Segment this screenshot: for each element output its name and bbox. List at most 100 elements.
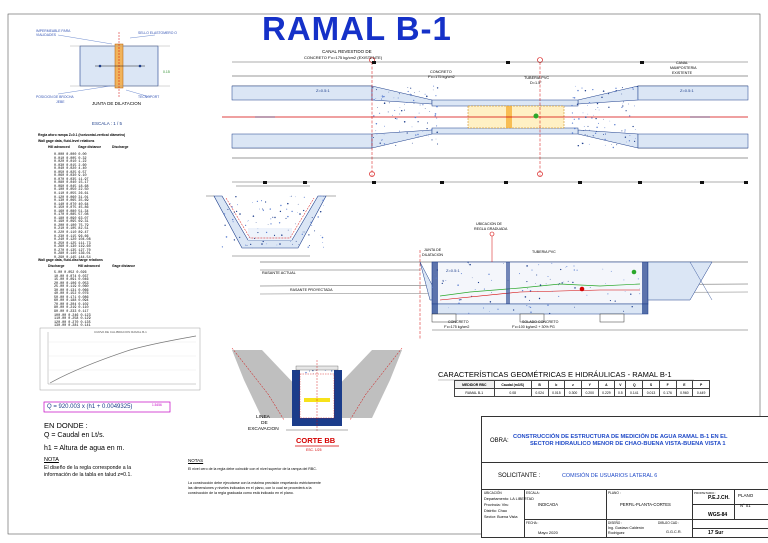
- speckle: [585, 116, 587, 118]
- speckle: [409, 94, 411, 96]
- speckle: [230, 203, 231, 204]
- tb-col-2: [606, 489, 607, 537]
- hyd-head-cell: F: [658, 380, 677, 389]
- speckle: [410, 93, 412, 95]
- tb-col-3: [692, 489, 693, 537]
- t1-row: 0.230 0.115 96.66: [54, 234, 89, 239]
- speckle: [286, 208, 288, 210]
- en-donde-line2: h1 = Altura de agua en m.: [44, 445, 125, 452]
- t2-row: 70.00 0.204 0.102: [54, 302, 89, 307]
- profile-ubicacion: UBICACION DE: [476, 222, 502, 226]
- speckle: [245, 244, 247, 246]
- speckle: [372, 87, 374, 89]
- speckle: [305, 371, 307, 374]
- speckle: [380, 98, 383, 100]
- speckle: [317, 216, 319, 218]
- speckle: [289, 196, 291, 197]
- speckle: [375, 123, 378, 125]
- speckle: [630, 87, 632, 89]
- speckle: [585, 129, 587, 131]
- curve-title: CURVA DE CALIBRACION RAMAL B-1: [94, 330, 147, 334]
- profile-rasante: RASANTE ACTUAL: [262, 271, 296, 275]
- speckle: [538, 297, 541, 300]
- speckle: [616, 144, 618, 146]
- speckle: [549, 312, 551, 315]
- t2-row: 25.00 0.119 0.060: [54, 285, 89, 290]
- t2-row: 30.00 0.131 0.066: [54, 288, 89, 293]
- propietario: P.E.J.CH.: [708, 495, 730, 501]
- speckle: [527, 287, 529, 289]
- speckle: [567, 280, 569, 282]
- speckle: [491, 279, 493, 281]
- speckle: [604, 138, 606, 141]
- speckle: [593, 114, 594, 116]
- speckle: [602, 268, 604, 270]
- sheet-title: RAMAL B-1: [262, 10, 452, 47]
- speckle: [407, 87, 409, 88]
- speckle: [630, 293, 632, 295]
- speckle: [621, 93, 623, 95]
- speckle: [250, 243, 252, 246]
- speckle: [625, 110, 627, 112]
- plan-canal-right-1: CANAL: [676, 61, 688, 65]
- speckle: [262, 240, 264, 243]
- speckle: [255, 222, 257, 223]
- speckle: [383, 102, 386, 104]
- hyd-head-cell: V: [614, 380, 627, 389]
- speckle: [397, 97, 399, 99]
- speckle: [395, 144, 397, 146]
- speckle: [460, 273, 462, 275]
- speckle: [458, 302, 460, 304]
- speckle: [323, 195, 325, 197]
- obra-line1: CONSTRUCCIÓN DE ESTRUCTURA DE MEDICIÓN D…: [513, 434, 728, 440]
- hyd-head-cell: E: [675, 380, 694, 389]
- solicitante-label: SOLICITANTE :: [498, 473, 541, 479]
- speckle: [563, 281, 565, 283]
- speckle: [287, 202, 289, 205]
- speckle: [383, 134, 385, 136]
- speckle: [224, 213, 226, 215]
- speckle: [303, 209, 305, 212]
- concrete-speckles: [221, 85, 641, 426]
- t1-row: 0.100 0.050 22.50: [54, 188, 89, 193]
- speckle: [572, 281, 574, 284]
- speckle: [278, 222, 281, 224]
- speckle: [285, 217, 287, 219]
- speckle: [407, 90, 409, 93]
- ubic-dep: Departamento: LA LIBERTAD: [484, 497, 534, 501]
- propietario-label: PROPIETARIO :: [694, 491, 716, 495]
- speckle: [227, 208, 229, 210]
- hyd-value-cell: 0.08: [493, 388, 532, 397]
- speckle: [426, 133, 427, 135]
- speckle: [628, 140, 631, 142]
- t1-row: 0.090 0.045 18.68: [54, 184, 89, 189]
- speckle: [233, 212, 235, 214]
- speckle: [529, 290, 532, 292]
- speckle: [622, 105, 624, 107]
- dibujo: G.G.C.R.: [666, 530, 682, 534]
- speckle: [436, 87, 439, 89]
- speckle: [587, 113, 589, 115]
- hyd-head-cell: B: [530, 380, 549, 389]
- t2-row: 110.00 0.258 0.129: [54, 317, 91, 322]
- speckle: [604, 127, 606, 129]
- speckle: [320, 195, 322, 197]
- speckle: [257, 228, 259, 230]
- speckle: [422, 104, 424, 106]
- speckle: [287, 229, 289, 231]
- speckle: [431, 139, 433, 141]
- t2-row: 100.00 0.246 0.123: [54, 313, 91, 318]
- t1-row: 0.050 0.025 6.57: [54, 170, 87, 175]
- speckle: [392, 142, 394, 144]
- plano-num-label: PLANO: [738, 493, 754, 498]
- speckle: [571, 132, 574, 134]
- t1-row: 0.250 0.125 111.73: [54, 241, 91, 246]
- speckle: [623, 101, 625, 103]
- hyd-value-cell: 0.141: [625, 388, 644, 397]
- joint-note-bottom-right: TECNOPORT: [138, 95, 160, 99]
- speckle: [474, 288, 476, 290]
- speckle: [605, 283, 606, 284]
- t2-row: 5.00 0.052 0.026: [54, 271, 87, 275]
- speckle: [435, 138, 437, 140]
